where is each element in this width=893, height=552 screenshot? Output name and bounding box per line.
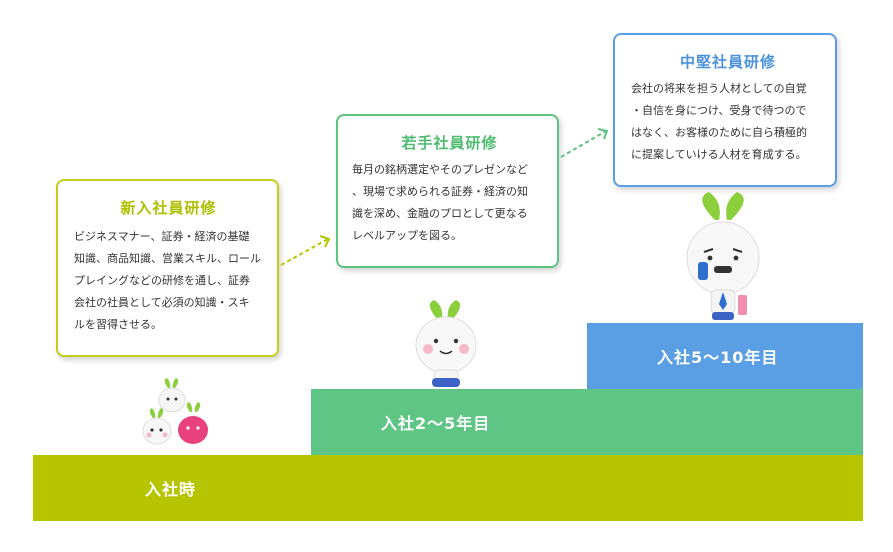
mid-level-mascot-icon <box>686 192 760 320</box>
card-young-employee-title: 若手社員研修 <box>401 134 498 152</box>
card-mid-level-title: 中堅社員研修 <box>679 53 776 71</box>
card-young-employee-body: 毎月の銘柄選定やそのプレゼンなど 、現場で求められる証券・経済の知 識を深め、金… <box>352 163 528 242</box>
stage-2-5-years-label: 入社2～5年目 <box>381 414 491 433</box>
stage-entry-bar: 入社時 <box>33 455 863 521</box>
stage-5-10-years-label: 入社5～10年目 <box>657 348 779 367</box>
arrow-card2-to-card3 <box>560 128 609 158</box>
arrow-card1-to-card2 <box>280 235 331 266</box>
young-mascot-icon <box>415 300 477 387</box>
stage-5-10-years-bar: 入社5～10年目 <box>587 323 863 389</box>
stage-entry-label: 入社時 <box>145 480 197 499</box>
card-new-employee-training: 新入社員研修 ビジネスマナー、証券・経済の基礎 知識、商品知識、営業スキル、ロー… <box>56 179 279 357</box>
stage-2-5-years-bar: 入社2～5年目 <box>311 389 863 455</box>
card-mid-level-training: 中堅社員研修 会社の将来を担う人材としての自覚 ・自信を身につけ、受身で待つので… <box>613 33 837 187</box>
card-mid-level-body: 会社の将来を担う人材としての自覚 ・自信を身につけ、受身で待つので はなく、お客… <box>631 82 807 161</box>
card-new-employee-title: 新入社員研修 <box>120 199 217 217</box>
card-new-employee-body: ビジネスマナー、証券・経済の基礎 知識、商品知識、営業スキル、ロール プレイング… <box>74 230 261 331</box>
card-young-employee-training: 若手社員研修 毎月の銘柄選定やそのプレゼンなど 、現場で求められる証券・経済の知… <box>336 114 559 268</box>
small-mascots-icon <box>142 378 208 445</box>
